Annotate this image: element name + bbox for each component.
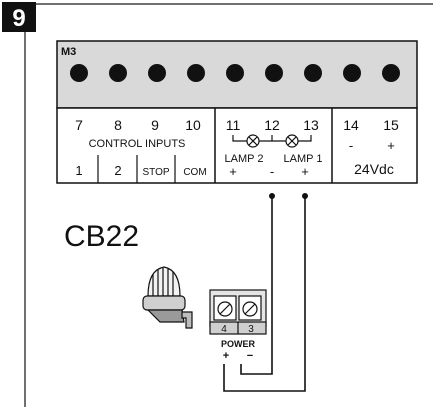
terminal-number: 9 — [151, 117, 159, 133]
terminal-number: 7 — [75, 117, 83, 133]
lamp-sign: - — [270, 164, 274, 179]
label-panel — [56, 107, 418, 184]
terminal-screw — [187, 64, 205, 82]
terminal-number: 11 — [226, 117, 241, 133]
power-sign: - — [349, 138, 353, 153]
control-input-label: 1 — [75, 163, 82, 178]
terminal-screw — [148, 64, 166, 82]
power-terminal-block — [209, 289, 267, 335]
device-terminal-number: 3 — [248, 324, 254, 335]
warning-lamp-icon — [142, 266, 193, 329]
step-badge — [2, 2, 36, 32]
lamp-1-label: LAMP 1 — [284, 153, 323, 165]
frame-border — [24, 3, 433, 407]
control-input-label: COM — [183, 167, 206, 178]
power-sign: + — [387, 138, 395, 153]
terminal-number: 13 — [303, 117, 319, 133]
power-voltage-label: 24Vdc — [354, 161, 394, 177]
device-terminal-number: 4 — [221, 324, 227, 335]
device-power-label: POWER — [221, 339, 256, 349]
terminal-screw — [70, 64, 88, 82]
lamp-1-symbol — [259, 134, 312, 148]
control-input-label: STOP — [142, 167, 169, 178]
wires — [223, 196, 306, 392]
control-input-label: 2 — [114, 163, 121, 178]
step-number: 9 — [12, 5, 25, 32]
controller-name: CB22 — [64, 220, 139, 253]
terminal-screw — [343, 64, 361, 82]
wire-junction — [302, 193, 308, 199]
wire-lamp-minus — [240, 196, 273, 375]
wire-lamp-plus — [223, 196, 306, 392]
terminal-screw — [265, 64, 283, 82]
lamp-2-label: LAMP 2 — [225, 153, 264, 165]
terminal-screw — [226, 64, 244, 82]
terminal-dots — [70, 64, 400, 82]
terminal-screw — [109, 64, 127, 82]
board-label: M3 — [61, 46, 76, 58]
device-sign: + — [223, 350, 229, 362]
terminal-number: 14 — [343, 117, 359, 133]
terminal-screw — [382, 64, 400, 82]
lamp-2-symbol — [232, 134, 260, 148]
terminal-number: 8 — [114, 117, 122, 133]
terminal-screw — [304, 64, 322, 82]
terminal-number: 15 — [383, 117, 399, 133]
terminal-number: 10 — [185, 117, 201, 133]
wire-junction — [269, 193, 275, 199]
device-sign: − — [247, 350, 253, 362]
lamp-sign: + — [301, 164, 309, 179]
control-inputs-label: CONTROL INPUTS — [89, 138, 186, 150]
terminal-number: 12 — [264, 117, 280, 133]
lamp-sign: + — [229, 164, 237, 179]
